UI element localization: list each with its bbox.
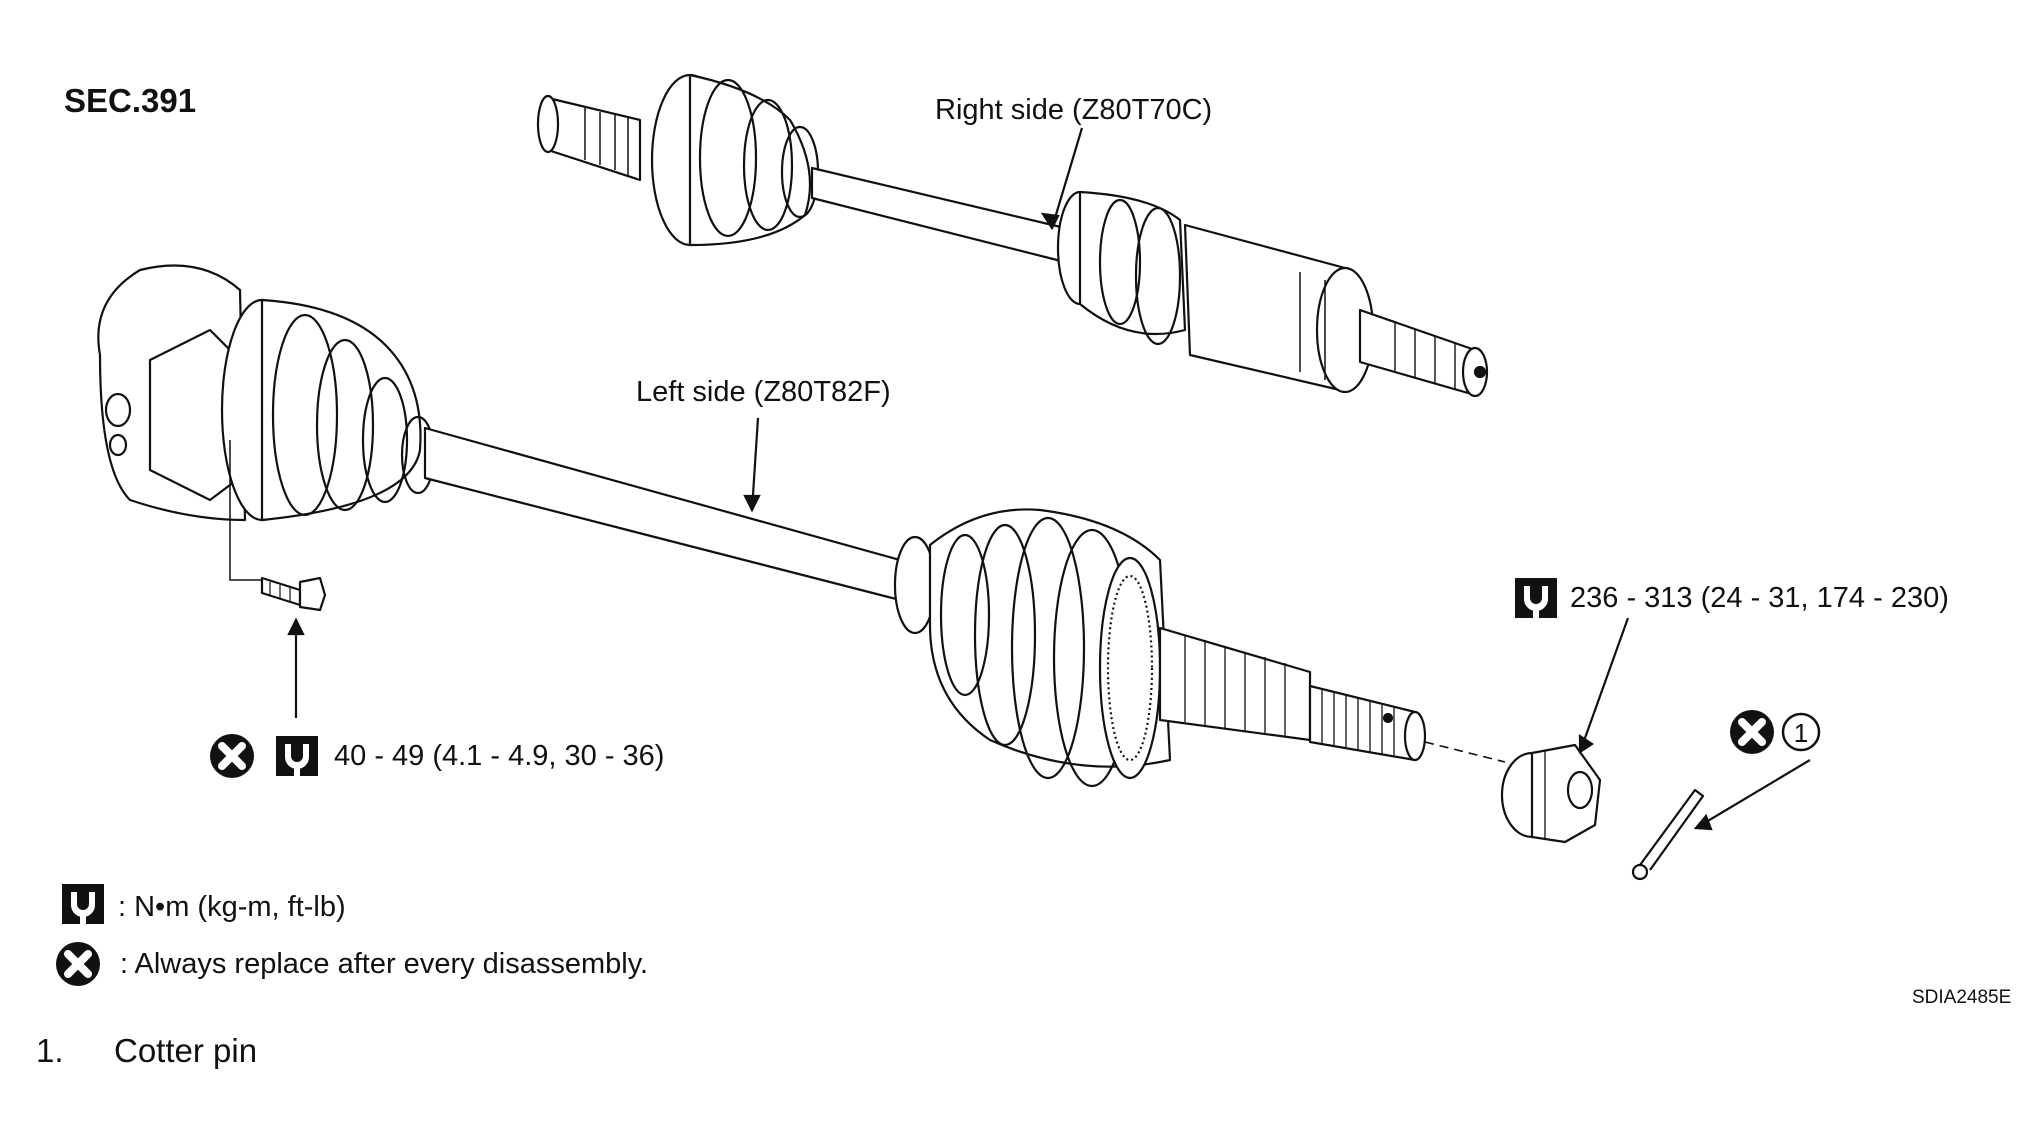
callout-circle-1: 1 xyxy=(1781,712,1821,752)
right-shaft-leader xyxy=(1050,127,1084,229)
callout-number: 1 xyxy=(1794,718,1808,748)
torque-wrench-icon xyxy=(1515,578,1557,618)
list-item: 1. Cotter pin xyxy=(36,1034,436,1070)
nut-torque-value: 236 - 313 (24 - 31, 174 - 230) xyxy=(1570,582,1949,614)
cotter-pin-leader xyxy=(1695,759,1811,829)
section-label: SEC.391 xyxy=(64,82,197,119)
left-shaft-leader xyxy=(750,417,760,511)
always-replace-icon xyxy=(56,942,100,986)
left-drive-shaft xyxy=(97,264,1506,788)
item-number: 1. xyxy=(36,1032,64,1069)
flange-bolt xyxy=(260,576,327,612)
parts-list: 1. Cotter pin xyxy=(36,1034,436,1070)
nut-torque-leader xyxy=(1578,617,1630,753)
torque-wrench-icon xyxy=(276,736,318,776)
legend-replace-note: : Always replace after every disassembly… xyxy=(120,948,649,980)
legend-torque-units: : N•m (kg-m, ft-lb) xyxy=(118,891,346,923)
right-drive-shaft xyxy=(536,73,1489,398)
always-replace-icon xyxy=(1730,710,1774,754)
cotter-pin xyxy=(1631,788,1705,881)
bolt-torque-value: 40 - 49 (4.1 - 4.9, 30 - 36) xyxy=(334,740,665,772)
always-replace-icon xyxy=(210,734,254,778)
item-name: Cotter pin xyxy=(114,1032,258,1069)
bolt-guide-line xyxy=(229,440,262,581)
torque-wrench-icon xyxy=(62,884,104,924)
right-shaft-label: Right side (Z80T70C) xyxy=(935,94,1213,126)
left-shaft-label: Left side (Z80T82F) xyxy=(636,376,891,408)
hub-nut xyxy=(1500,743,1602,844)
figure-code: SDIA2485E xyxy=(1912,987,2012,1008)
